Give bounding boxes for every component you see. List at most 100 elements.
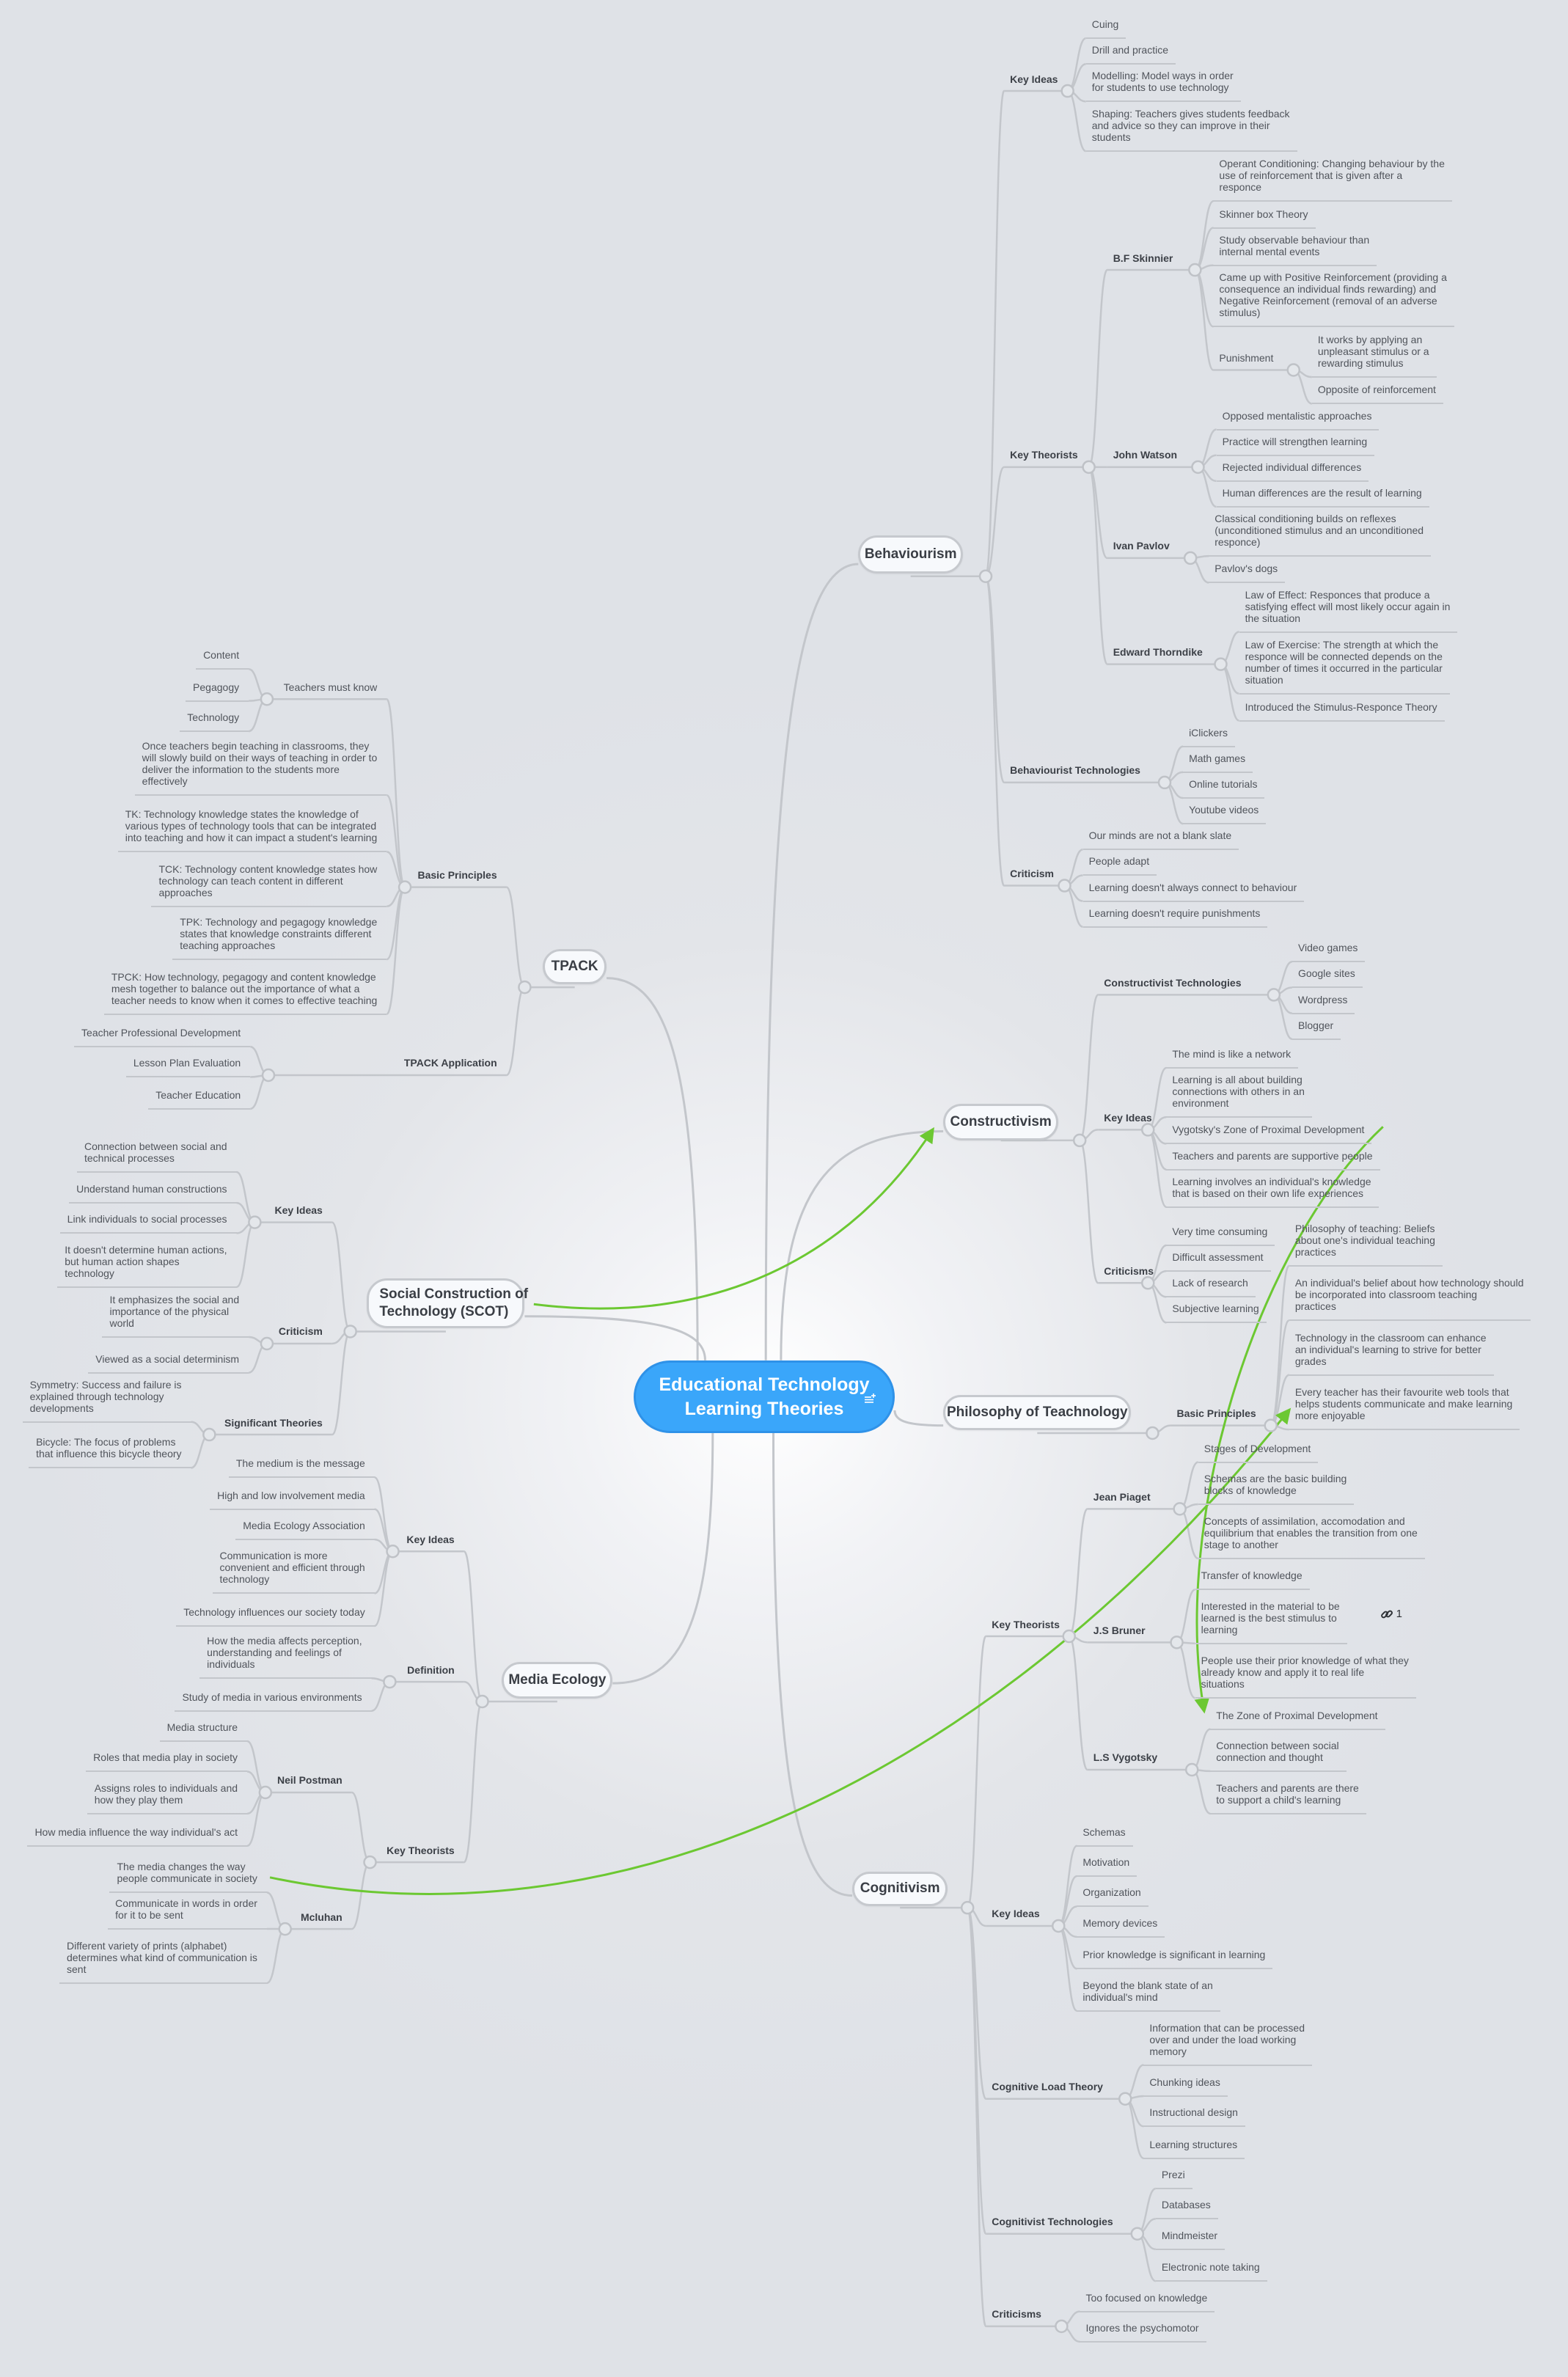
leaf-node[interactable]: People adapt — [1082, 855, 1157, 876]
leaf-node[interactable]: Communicate in words in order for it to … — [108, 1897, 267, 1930]
collapse-toggle[interactable] — [260, 1336, 274, 1351]
leaf-node[interactable]: Media Ecology Association — [235, 1520, 375, 1541]
collapse-toggle[interactable] — [1157, 775, 1172, 790]
group-label[interactable]: Edward Thorndike — [1113, 646, 1203, 659]
collapse-toggle[interactable] — [1264, 1418, 1278, 1432]
leaf-node[interactable]: Lack of research — [1166, 1277, 1256, 1298]
leaf-node[interactable]: Concepts of assimilation, accomodation a… — [1198, 1515, 1425, 1559]
leaf-node[interactable]: Shaping: Teachers gives students feedbac… — [1085, 108, 1297, 153]
leaf-node[interactable]: Drill and practice — [1085, 44, 1176, 65]
leaf-node[interactable]: Online tutorials — [1183, 778, 1265, 799]
leaf-node[interactable]: Prior knowledge is significant in learni… — [1077, 1949, 1273, 1970]
leaf-node[interactable]: Rejected individual differences — [1216, 461, 1369, 482]
collapse-toggle[interactable] — [343, 1325, 357, 1338]
leaf-node[interactable]: Beyond the blank state of an individual'… — [1077, 1979, 1220, 2012]
leaf-node[interactable]: Wordpress — [1292, 994, 1355, 1014]
leaf-node[interactable]: Blogger — [1292, 1019, 1341, 1040]
leaf-node[interactable]: Operant Conditioning: Changing behaviour… — [1213, 158, 1452, 202]
leaf-node[interactable]: Understand human constructions — [69, 1183, 237, 1204]
leaf-node[interactable]: Learning structures — [1143, 2139, 1245, 2159]
collapse-toggle[interactable] — [261, 1068, 276, 1083]
leaf-node[interactable]: Memory devices — [1077, 1917, 1165, 1938]
collapse-toggle[interactable] — [383, 1674, 397, 1689]
leaf-node[interactable]: Different variety of prints (alphabet) d… — [59, 1940, 267, 1984]
leaf-node[interactable]: Lesson Plan Evaluation — [125, 1057, 251, 1078]
group-label[interactable]: L.S Vygotsky — [1093, 1751, 1158, 1764]
collapse-toggle[interactable] — [475, 1694, 489, 1709]
leaf-node[interactable]: An individual's belief about how technol… — [1289, 1277, 1531, 1322]
leaf-node[interactable]: Chunking ideas — [1143, 2076, 1228, 2097]
collapse-toggle[interactable] — [1060, 84, 1074, 98]
topic-media-ecology[interactable]: Media Ecology — [502, 1662, 613, 1699]
leaf-node[interactable]: Learning doesn't require punishments — [1082, 907, 1268, 928]
leaf-node[interactable]: Electronic note taking — [1155, 2261, 1267, 2282]
leaf-node[interactable]: Connection between social and technical … — [76, 1140, 237, 1173]
relationship-vygotsky-zpd[interactable] — [1194, 1126, 1384, 1714]
collapse-toggle[interactable] — [1267, 988, 1281, 1002]
collapse-toggle[interactable] — [1062, 1629, 1076, 1644]
leaf-node[interactable]: Math games — [1183, 752, 1253, 773]
collapse-toggle[interactable] — [1184, 1762, 1199, 1777]
group-label[interactable]: Basic Principles — [1176, 1407, 1256, 1420]
group-label[interactable]: Behaviourist Technologies — [1010, 764, 1140, 777]
group-label[interactable]: Key Ideas — [1104, 1111, 1152, 1124]
leaf-node[interactable]: Roles that media play in society — [86, 1751, 248, 1773]
relationship-scot-to-constructivism[interactable] — [533, 1127, 934, 1310]
collapse-toggle[interactable] — [978, 569, 993, 583]
leaf-node[interactable]: Organization — [1077, 1886, 1148, 1908]
leaf-node[interactable]: Assigns roles to individuals and how the… — [87, 1782, 248, 1814]
leaf-node[interactable]: Youtube videos — [1183, 804, 1267, 825]
collapse-toggle[interactable] — [960, 1900, 975, 1915]
collapse-toggle[interactable] — [518, 980, 532, 995]
group-label[interactable]: Cognitive Load Theory — [992, 2081, 1103, 2093]
group-label[interactable]: Teachers must know — [283, 681, 378, 693]
collapse-toggle[interactable] — [1118, 2092, 1132, 2106]
leaf-node[interactable]: Law of Exercise: The strength at which t… — [1239, 639, 1450, 695]
leaf-node[interactable]: Teachers and parents are there to suppor… — [1210, 1782, 1366, 1814]
topic-constructivism[interactable]: Constructivism — [943, 1104, 1059, 1140]
leaf-node[interactable]: Content — [196, 649, 249, 670]
leaf-node[interactable]: TPCK: How technology, pegagogy and conte… — [103, 971, 387, 1015]
leaf-node[interactable]: Symmetry: Success and failure is explain… — [22, 1379, 191, 1423]
leaf-node[interactable]: Databases — [1155, 2199, 1218, 2220]
group-label[interactable]: Jean Piaget — [1093, 1490, 1151, 1503]
group-label[interactable]: Key Ideas — [406, 1533, 455, 1545]
leaf-node[interactable]: Came up with Positive Reinforcement (pro… — [1213, 271, 1454, 328]
leaf-node[interactable]: People use their prior knowledge of what… — [1195, 1655, 1416, 1699]
group-label[interactable]: Key Ideas — [992, 1908, 1040, 1920]
topic-tpack[interactable]: TPACK — [543, 949, 607, 984]
leaf-node[interactable]: Schemas — [1077, 1826, 1133, 1847]
leaf-node[interactable]: Opposed mentalistic approaches — [1216, 410, 1380, 431]
central-topic[interactable]: Educational Technology Learning Theories — [634, 1360, 895, 1433]
leaf-node[interactable]: Our minds are not a blank slate — [1082, 829, 1239, 851]
collapse-toggle[interactable] — [1191, 460, 1205, 475]
collapse-toggle[interactable] — [1058, 879, 1071, 893]
collapse-toggle[interactable] — [1214, 657, 1228, 671]
relationship-mcluhan-to-philosophy[interactable] — [269, 1407, 1292, 1895]
collapse-toggle[interactable] — [1130, 2227, 1145, 2241]
leaf-node[interactable]: Teacher Education — [148, 1089, 251, 1110]
group-label[interactable]: Definition — [407, 1663, 455, 1676]
group-label[interactable]: Criticism — [1010, 867, 1054, 879]
leaf-node[interactable]: Study observable behaviour than internal… — [1213, 234, 1377, 266]
leaf-node[interactable]: Communication is more convenient and eff… — [212, 1550, 375, 1594]
leaf-node[interactable]: Difficult assessment — [1166, 1251, 1271, 1272]
leaf-node[interactable]: The medium is the message — [228, 1457, 375, 1479]
leaf-node[interactable]: Prezi — [1155, 2169, 1193, 2190]
leaf-node[interactable]: Link individuals to social processes — [59, 1213, 237, 1234]
leaf-node[interactable]: Skinner box Theory — [1213, 208, 1316, 229]
collapse-toggle[interactable] — [202, 1427, 216, 1442]
collapse-toggle[interactable] — [1286, 363, 1300, 377]
leaf-node[interactable]: Technology — [180, 711, 249, 733]
leaf-node[interactable]: Media structure — [159, 1721, 248, 1743]
leaf-node[interactable]: Bicycle: The focus of problems that infl… — [29, 1436, 191, 1469]
group-label[interactable]: Key Ideas — [1010, 73, 1058, 85]
leaf-node[interactable]: Learning involves an individual's knowle… — [1166, 1176, 1379, 1208]
collapse-toggle[interactable] — [398, 880, 412, 894]
collapse-toggle[interactable] — [1140, 1276, 1155, 1290]
group-label[interactable]: Key Ideas — [274, 1204, 323, 1217]
collapse-toggle[interactable] — [1146, 1426, 1159, 1440]
collapse-toggle[interactable] — [1055, 2319, 1069, 2334]
leaf-node[interactable]: TK: Technology knowledge states the know… — [117, 808, 387, 853]
leaf-node[interactable]: Schemas are the basic building blocks of… — [1198, 1473, 1355, 1505]
